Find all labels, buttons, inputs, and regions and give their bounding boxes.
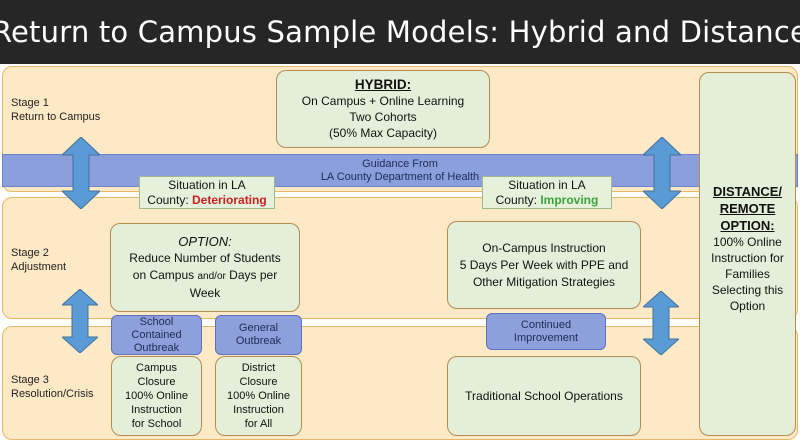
outbreak-line: General <box>238 322 279 334</box>
traditional-operations-box: Traditional School Operations <box>447 356 641 436</box>
hybrid-line: Two Cohorts <box>349 110 417 124</box>
distance-line: Instruction for <box>711 251 784 265</box>
hybrid-heading: HYBRID: <box>354 77 412 92</box>
slide-title: Return to Campus Sample Models: Hybrid a… <box>0 15 800 49</box>
option-line-small: and/or <box>197 271 226 282</box>
outbreak-line: Outbreak <box>133 341 180 354</box>
option-line: Reduce Number of Students <box>129 251 281 265</box>
stage-3-label: Stage 3 Resolution/Crisis <box>11 373 94 401</box>
option-heading: OPTION: <box>178 234 232 249</box>
on-campus-instruction-box: On-Campus Instruction 5 Days Per Week wi… <box>447 221 641 309</box>
continued-improvement-box: Continued Improvement <box>486 313 606 350</box>
situation-prefix: County: <box>495 192 541 207</box>
situation-status-line: County: Improving <box>483 193 611 208</box>
distance-heading-line: DISTANCE/ <box>712 184 783 199</box>
closure-line: Instruction <box>233 404 284 416</box>
closure-line: Closure <box>239 376 278 388</box>
stage-1-desc: Return to Campus <box>11 111 101 123</box>
stage-3-desc: Resolution/Crisis <box>11 388 94 400</box>
hybrid-box: HYBRID: On Campus + Online Learning Two … <box>276 70 490 148</box>
closure-line: for School <box>131 418 182 430</box>
closure-line: Closure <box>137 376 176 388</box>
distance-line: Families <box>725 267 770 281</box>
distance-line: 100% Online <box>713 235 782 249</box>
situation-line: Situation in LA <box>168 177 246 192</box>
distance-line: Option <box>729 299 766 313</box>
status-improving: Improving <box>540 192 599 207</box>
situation-status-line: County: Deteriorating <box>140 193 274 208</box>
stage-2-label: Stage 2 Adjustment <box>11 246 66 274</box>
stage-2-desc: Adjustment <box>11 261 67 273</box>
stage-1-name: Stage 1 <box>11 97 49 109</box>
hybrid-line: (50% Max Capacity) <box>328 126 438 140</box>
option-box: OPTION: Reduce Number of Students on Cam… <box>110 223 300 312</box>
stage2-stage3-double-arrow-icon <box>62 289 98 353</box>
continued-improvement-double-arrow-icon <box>643 291 679 355</box>
closure-line: 100% Online <box>125 390 188 402</box>
outbreak-line: Outbreak <box>235 335 282 347</box>
guidance-line-2: LA County Department of Health <box>320 170 480 183</box>
outbreak-line: Contained <box>131 328 182 341</box>
situation-deteriorating-box: Situation in LA County: Deteriorating <box>139 176 275 209</box>
distance-heading-line: OPTION: <box>720 218 775 233</box>
stage1-stage2-double-arrow-icon <box>62 137 100 209</box>
option-line-part: Days per <box>225 268 278 282</box>
situation-improving-box: Situation in LA County: Improving <box>482 176 612 209</box>
on-campus-line: On-Campus Instruction <box>482 240 606 255</box>
closure-line: for All <box>244 418 273 430</box>
district-closure-box: District Closure 100% Online Instruction… <box>215 356 302 436</box>
closure-line: District <box>241 362 276 374</box>
option-line: on Campus and/or Days per <box>133 267 277 285</box>
option-line: Week <box>189 286 221 300</box>
on-campus-line: Other Mitigation Strategies <box>472 274 616 289</box>
stage-3-name: Stage 3 <box>11 374 49 386</box>
distance-heading-line: REMOTE <box>719 201 776 216</box>
title-bar: Return to Campus Sample Models: Hybrid a… <box>0 0 800 64</box>
closure-line: Campus <box>136 362 177 374</box>
on-campus-line: 5 Days Per Week with PPE and <box>459 257 629 272</box>
situation-line: Situation in LA <box>508 177 586 192</box>
status-deteriorating: Deteriorating <box>192 192 267 207</box>
stage-2-name: Stage 2 <box>11 247 49 259</box>
hybrid-line: On Campus + Online Learning <box>301 94 465 108</box>
distance-line: Selecting this <box>711 283 784 297</box>
closure-line: Instruction <box>131 404 182 416</box>
guidance-line-1: Guidance From <box>362 157 438 170</box>
general-outbreak-box: General Outbreak <box>215 315 302 355</box>
distance-remote-option-box: DISTANCE/ REMOTE OPTION: 100% Online Ins… <box>699 72 796 436</box>
improvement-line: Continued <box>520 318 572 331</box>
campus-closure-box: Campus Closure 100% Online Instruction f… <box>111 356 202 436</box>
stage-1-label: Stage 1 Return to Campus <box>11 96 100 124</box>
improving-double-arrow-icon <box>643 137 681 209</box>
school-contained-outbreak-box: School Contained Outbreak <box>111 315 202 355</box>
situation-prefix: County: <box>147 192 192 207</box>
outbreak-line: School <box>139 315 174 328</box>
closure-line: 100% Online <box>227 390 290 402</box>
traditional-label: Traditional School Operations <box>465 389 623 403</box>
option-line-part: on Campus <box>132 268 198 282</box>
improvement-line: Improvement <box>513 331 579 344</box>
